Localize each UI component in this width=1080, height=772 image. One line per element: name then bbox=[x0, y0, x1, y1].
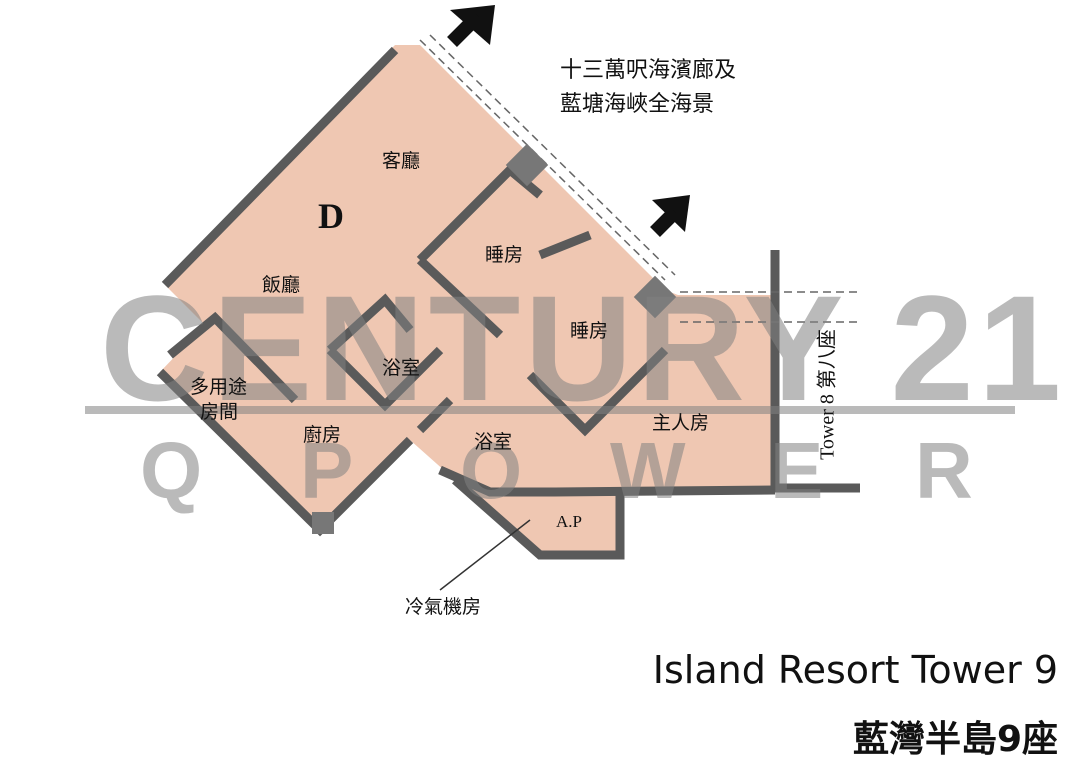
watermark-sub: Q bbox=[140, 426, 203, 515]
neighbor-tower-label: Tower 8 第八座 bbox=[816, 329, 839, 460]
room-bedroom: 睡房 bbox=[570, 320, 609, 342]
view-note: 十三萬呎海濱廊及 bbox=[560, 58, 737, 83]
title-english: Island Resort Tower 9 bbox=[652, 648, 1058, 692]
room-kitchen: 廚房 bbox=[303, 424, 342, 446]
column bbox=[312, 512, 334, 534]
room-ac-plant: 冷氣機房 bbox=[405, 596, 482, 618]
watermark-sub: W bbox=[610, 426, 686, 515]
room-bathroom: 浴室 bbox=[382, 357, 421, 379]
watermark-brand: CENTURY 21 bbox=[100, 264, 1066, 432]
title-chinese: 藍灣半島9座 bbox=[852, 719, 1058, 760]
view-arrow-icon bbox=[447, 11, 483, 47]
room-bathroom: 浴室 bbox=[474, 431, 513, 453]
room-multi-purpose: 多用途 bbox=[190, 376, 248, 398]
watermark-sub: E bbox=[770, 426, 824, 515]
watermark-sub: O bbox=[460, 426, 523, 515]
room-multi-purpose: 房間 bbox=[200, 401, 239, 423]
room-dining: 飯廳 bbox=[262, 274, 301, 296]
room-ap: A.P bbox=[556, 512, 582, 531]
walls bbox=[156, 46, 860, 560]
room-master-bedroom: 主人房 bbox=[652, 412, 710, 434]
watermark-sub: P bbox=[300, 426, 354, 515]
room-living: 客廳 bbox=[382, 150, 421, 172]
leader-line bbox=[439, 519, 531, 591]
view-note: 藍塘海峽全海景 bbox=[560, 92, 715, 117]
room-bedroom: 睡房 bbox=[485, 244, 524, 266]
watermark-sub: R bbox=[915, 426, 973, 515]
unit-letter: D bbox=[318, 196, 344, 236]
